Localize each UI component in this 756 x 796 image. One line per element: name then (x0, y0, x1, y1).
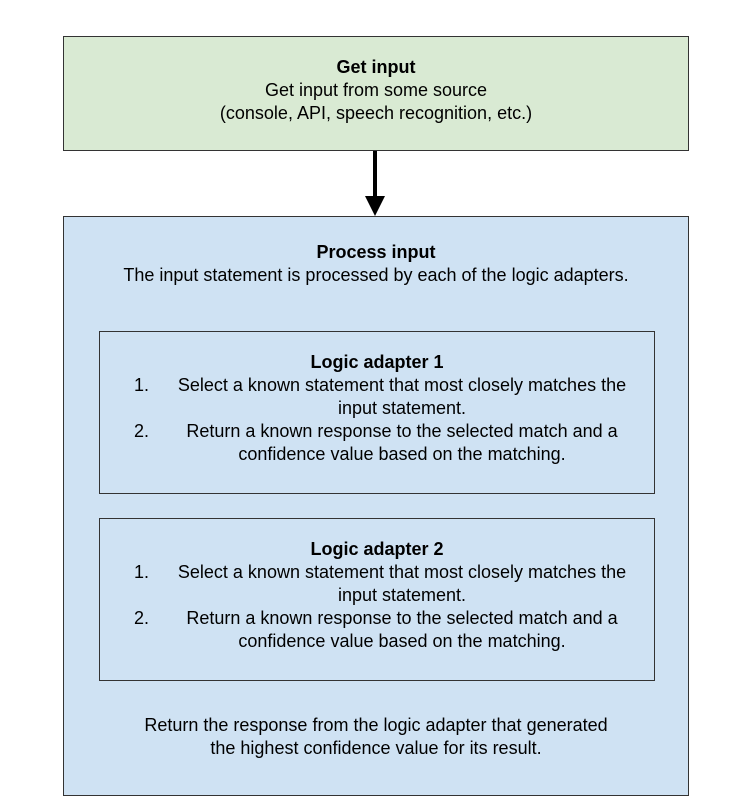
get-input-box: Get input Get input from some source (co… (63, 36, 689, 151)
process-footer-line-2: the highest confidence value for its res… (210, 738, 542, 758)
step-number: 2. (134, 421, 150, 441)
step-text: Select a known statement that most close… (177, 562, 627, 605)
process-input-description: The input statement is processed by each… (123, 265, 629, 285)
get-input-line-1: Get input from some source (264, 80, 488, 100)
logic-adapter-2-box: Logic adapter 2 1. Select a known statem… (99, 518, 655, 681)
logic-adapter-2-title: Logic adapter 2 (310, 539, 444, 559)
step-number: 2. (134, 608, 150, 628)
process-input-title: Process input (316, 242, 436, 262)
flow-arrow (365, 151, 385, 216)
logic-adapter-2-steps: 1. Select a known statement that most cl… (100, 561, 654, 653)
step-item: 1. Select a known statement that most cl… (100, 561, 654, 607)
logic-adapter-1-steps: 1. Select a known statement that most cl… (100, 374, 654, 466)
step-text: Return a known response to the selected … (186, 608, 618, 651)
logic-adapter-1-box: Logic adapter 1 1. Select a known statem… (99, 331, 655, 494)
arrow-head-icon (365, 196, 385, 216)
process-input-box: Process input The input statement is pro… (63, 216, 689, 796)
process-footer-line-1: Return the response from the logic adapt… (144, 715, 608, 735)
step-text: Return a known response to the selected … (186, 421, 618, 464)
step-number: 1. (134, 562, 150, 582)
logic-adapter-1-title: Logic adapter 1 (310, 352, 444, 372)
get-input-title: Get input (336, 57, 416, 77)
get-input-line-2: (console, API, speech recognition, etc.) (219, 103, 533, 123)
process-input-footer: Return the response from the logic adapt… (64, 714, 688, 760)
step-item: 2. Return a known response to the select… (100, 420, 654, 466)
step-item: 1. Select a known statement that most cl… (100, 374, 654, 420)
step-number: 1. (134, 375, 150, 395)
step-item: 2. Return a known response to the select… (100, 607, 654, 653)
step-text: Select a known statement that most close… (177, 375, 627, 418)
